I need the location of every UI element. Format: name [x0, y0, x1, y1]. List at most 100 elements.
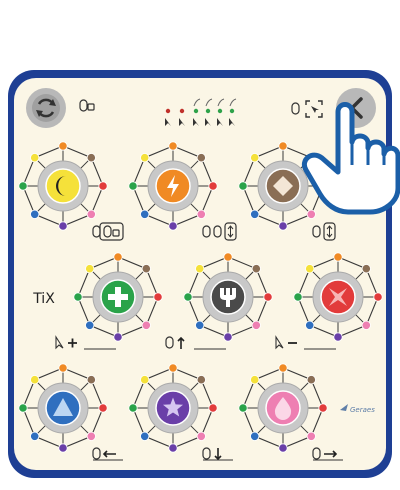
wheel-node-b[interactable]	[58, 443, 68, 453]
pointing-hand-icon	[302, 102, 400, 215]
wheel-moon[interactable]	[18, 141, 124, 241]
wheel-node-l[interactable]	[18, 181, 28, 191]
triangle-icon	[53, 398, 73, 416]
wheel-node-bl[interactable]	[305, 320, 315, 330]
wheel-node-l[interactable]	[128, 181, 138, 191]
wheel-node-bl[interactable]	[140, 431, 150, 441]
wheel-node-tl[interactable]	[140, 153, 150, 163]
wheel-node-br[interactable]	[141, 320, 151, 330]
mouse-icon	[312, 225, 321, 238]
wheel-node-tl[interactable]	[85, 264, 95, 274]
wheel-node-top[interactable]	[278, 141, 288, 151]
wheel-node-br[interactable]	[361, 320, 371, 330]
wheel-bolt[interactable]	[128, 141, 237, 241]
wheel-node-tr[interactable]	[251, 264, 261, 274]
wheel-node-br[interactable]	[251, 320, 261, 330]
wheel-node-top[interactable]	[333, 252, 343, 262]
wheel-node-top[interactable]	[278, 363, 288, 373]
wheel-node-l[interactable]	[238, 403, 248, 413]
wheel-node-tr[interactable]	[196, 153, 206, 163]
wheel-node-br[interactable]	[196, 209, 206, 219]
triangle-button[interactable]	[45, 390, 81, 426]
wheel-node-bl[interactable]	[30, 209, 40, 219]
wheel-node-b[interactable]	[58, 221, 68, 231]
star-icon	[163, 397, 183, 417]
wheel-node-tr[interactable]	[86, 153, 96, 163]
wheel-node-l[interactable]	[73, 292, 83, 302]
wheel-node-bl[interactable]	[140, 209, 150, 219]
wheel-node-tr[interactable]	[306, 375, 316, 385]
wheel-node-r[interactable]	[153, 292, 163, 302]
wheel-node-r[interactable]	[208, 403, 218, 413]
wheel-node-b[interactable]	[223, 332, 233, 342]
wheel-node-bl[interactable]	[85, 320, 95, 330]
wheel-diamond[interactable]	[238, 141, 336, 241]
wheel-triangle[interactable]	[18, 363, 123, 461]
four-point-star-button[interactable]	[320, 279, 356, 315]
wheel-node-b[interactable]	[333, 332, 343, 342]
drop-button[interactable]	[265, 390, 301, 426]
wheel-node-b[interactable]	[168, 443, 178, 453]
wheel-node-tl[interactable]	[250, 153, 260, 163]
wheel-node-br[interactable]	[86, 431, 96, 441]
wheel-node-tl[interactable]	[30, 375, 40, 385]
wheel-star[interactable]	[128, 363, 233, 461]
wheel-plus[interactable]	[55, 252, 163, 350]
wheel-node-r[interactable]	[373, 292, 383, 302]
wheel-node-bl[interactable]	[30, 431, 40, 441]
wheel-node-top[interactable]	[113, 252, 123, 262]
wheel-node-b[interactable]	[278, 443, 288, 453]
wheel-node-bl[interactable]	[250, 209, 260, 219]
wheel-node-b[interactable]	[278, 221, 288, 231]
wheel-star4[interactable]	[275, 252, 383, 350]
wheel-node-l[interactable]	[183, 292, 193, 302]
wheel-node-top[interactable]	[168, 363, 178, 373]
wheel-node-r[interactable]	[98, 181, 108, 191]
mouse-icon	[202, 447, 211, 460]
wheel-node-br[interactable]	[306, 209, 316, 219]
wheel-node-br[interactable]	[196, 431, 206, 441]
wheel-node-tl[interactable]	[250, 375, 260, 385]
wheel-node-tl[interactable]	[305, 264, 315, 274]
wheel-node-l[interactable]	[293, 292, 303, 302]
wheel-node-top[interactable]	[223, 252, 233, 262]
wheel-node-r[interactable]	[318, 403, 328, 413]
plus-button[interactable]	[100, 279, 136, 315]
wheel-node-l[interactable]	[238, 181, 248, 191]
wheel-node-br[interactable]	[86, 209, 96, 219]
wheel-node-top[interactable]	[168, 141, 178, 151]
wheel-node-bl[interactable]	[195, 320, 205, 330]
refresh-button[interactable]	[26, 88, 66, 128]
wheel-node-tr[interactable]	[361, 264, 371, 274]
wheel-node-br[interactable]	[306, 431, 316, 441]
wheel-drop[interactable]	[238, 363, 343, 461]
wheel-node-l[interactable]	[128, 403, 138, 413]
trident-icon	[220, 288, 236, 307]
wheel-psi[interactable]	[165, 252, 273, 350]
moon-button[interactable]	[45, 168, 81, 204]
cursor-icon	[55, 335, 64, 350]
trident-button[interactable]	[210, 279, 246, 315]
wheel-node-r[interactable]	[98, 403, 108, 413]
star-button[interactable]	[155, 390, 191, 426]
wheel-node-bl[interactable]	[250, 431, 260, 441]
wheel-node-b[interactable]	[113, 332, 123, 342]
wheel-node-top[interactable]	[58, 363, 68, 373]
wheel-node-r[interactable]	[208, 181, 218, 191]
wheel-node-tr[interactable]	[196, 375, 206, 385]
mouse-lock-icon	[99, 222, 124, 241]
wheel-node-r[interactable]	[263, 292, 273, 302]
wheel-node-l[interactable]	[18, 403, 28, 413]
wheel-node-tl[interactable]	[30, 153, 40, 163]
wheel-node-tl[interactable]	[195, 264, 205, 274]
lightning-button[interactable]	[155, 168, 191, 204]
wheel-node-tl[interactable]	[140, 375, 150, 385]
fullscreen-corners-icon[interactable]	[305, 100, 323, 118]
wheel-node-b[interactable]	[168, 221, 178, 231]
wheel-node-top[interactable]	[58, 141, 68, 151]
wheel-node-tr[interactable]	[141, 264, 151, 274]
wheel-node-tr[interactable]	[86, 375, 96, 385]
wheel-caption	[92, 447, 123, 461]
diamond-button[interactable]	[265, 168, 301, 204]
